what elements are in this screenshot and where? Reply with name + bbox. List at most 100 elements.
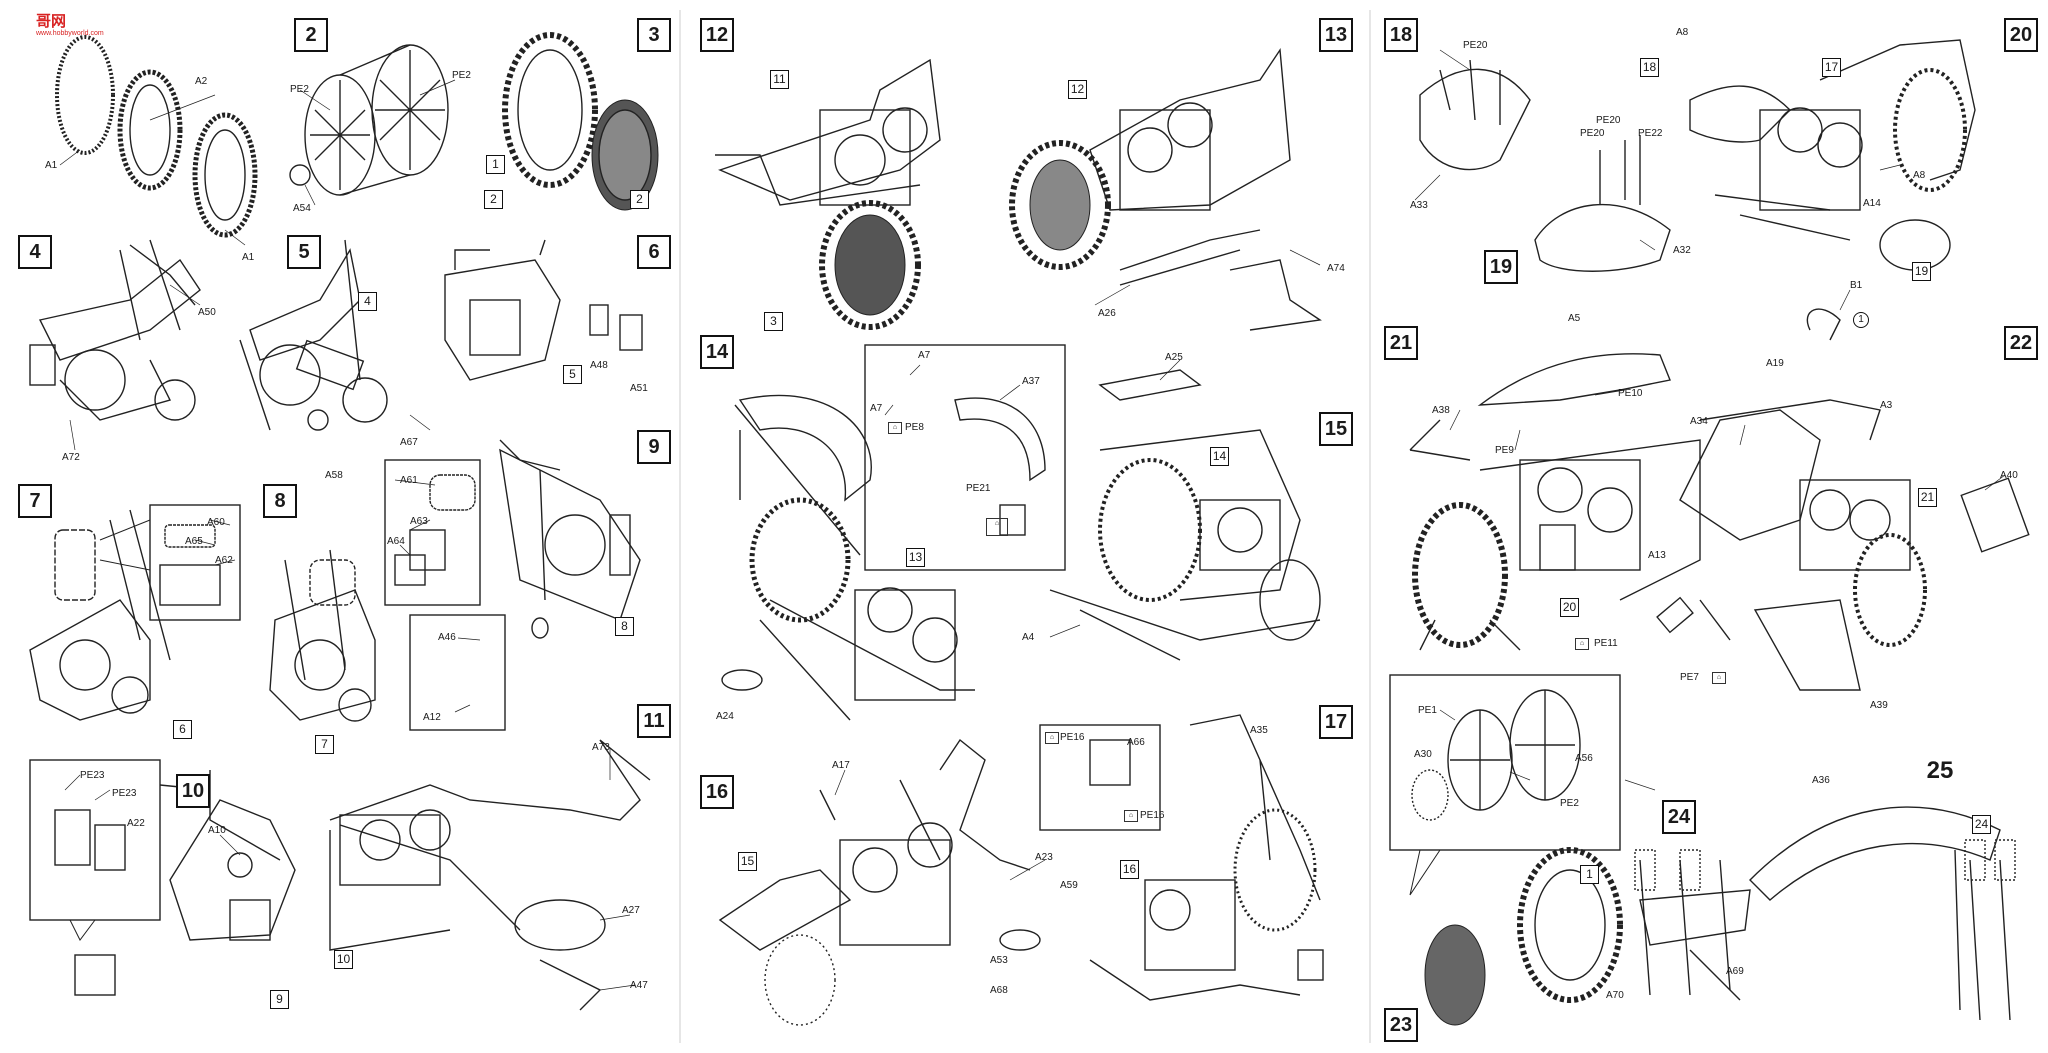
photo-etch-icon: ⌂ xyxy=(1712,672,1726,684)
subassembly-ref: 14 xyxy=(1210,447,1229,466)
step-number: 14 xyxy=(700,335,734,369)
part-label: PE7 xyxy=(1680,672,1699,683)
subassembly-ref: 20 xyxy=(1560,598,1579,617)
part-label: PE1 xyxy=(1418,705,1437,716)
part-label: A67 xyxy=(400,437,418,448)
part-label: A14 xyxy=(1863,198,1881,209)
subassembly-ref: 11 xyxy=(770,70,789,89)
step-number: 20 xyxy=(2004,18,2038,52)
part-label: PE2 xyxy=(1560,798,1579,809)
step2-spoke-wheel xyxy=(289,44,449,196)
subassembly-ref: 18 xyxy=(1640,58,1659,77)
part-label: A22 xyxy=(127,818,145,829)
part-label: B1 xyxy=(1850,280,1863,291)
step-number: 7 xyxy=(18,484,52,518)
circle-ref: 1 xyxy=(1853,312,1869,328)
part-label: A73 xyxy=(592,742,610,753)
photo-etch-icon: ⌂ xyxy=(1124,810,1138,822)
part-label: A37 xyxy=(1022,376,1040,387)
part-label: A58 xyxy=(325,470,343,481)
subassembly-ref: 12 xyxy=(1068,80,1087,99)
part-label: A63 xyxy=(410,516,428,527)
step-number: 16 xyxy=(700,775,734,809)
part-label: PE22 xyxy=(1638,128,1663,139)
step8-cylinder xyxy=(269,459,481,722)
part-label: A61 xyxy=(400,475,418,486)
step-number: 12 xyxy=(700,18,734,52)
step6-engine xyxy=(444,239,643,381)
step-number: 21 xyxy=(1384,326,1418,360)
part-label: A34 xyxy=(1690,416,1708,427)
subassembly-ref: 13 xyxy=(906,548,925,567)
step-number: 13 xyxy=(1319,18,1353,52)
subassembly-ref: 15 xyxy=(738,852,757,871)
subassembly-ref: 8 xyxy=(615,617,634,636)
subassembly-ref: 5 xyxy=(563,365,582,384)
part-label: PE20 xyxy=(1463,40,1488,51)
part-label: A12 xyxy=(423,712,441,723)
watermark-url: www.hobbyworld.com xyxy=(36,30,104,37)
step-number: 2 xyxy=(294,18,328,52)
watermark-logo: 哥网 www.hobbyworld.com xyxy=(36,10,104,40)
part-label: PE2 xyxy=(290,84,309,95)
photo-etch-icon: ⌂ xyxy=(1575,638,1589,650)
step5-frame xyxy=(239,239,388,431)
step-number: 9 xyxy=(637,430,671,464)
part-label: PE9 xyxy=(1495,445,1514,456)
part-label: A35 xyxy=(1250,725,1268,736)
subassembly-ref: 2 xyxy=(630,190,649,209)
step18-tank xyxy=(1419,59,1531,171)
part-label: A66 xyxy=(1127,737,1145,748)
part-label: A36 xyxy=(1812,775,1830,786)
part-label: A40 xyxy=(2000,470,2018,481)
part-label: A25 xyxy=(1165,352,1183,363)
subassembly-ref: 9 xyxy=(270,990,289,1009)
part-label: A7 xyxy=(870,403,883,414)
part-label: A64 xyxy=(387,536,405,547)
step-number: 22 xyxy=(2004,326,2038,360)
part-label: A38 xyxy=(1432,405,1450,416)
part-label: A68 xyxy=(990,985,1008,996)
subassembly-ref: 7 xyxy=(315,735,334,754)
step-number: 6 xyxy=(637,235,671,269)
subassembly-ref: 6 xyxy=(173,720,192,739)
part-label: A53 xyxy=(990,955,1008,966)
step7-cylinder xyxy=(29,504,241,721)
part-label: A59 xyxy=(1060,880,1078,891)
subassembly-ref: 1 xyxy=(1580,865,1599,884)
photo-etch-icon: ⌂ xyxy=(888,422,902,434)
step-number: 4 xyxy=(18,235,52,269)
step21-bike xyxy=(1409,353,1701,651)
photo-etch-icon: ⌂ xyxy=(986,518,1008,536)
step12-frame-wheel xyxy=(715,58,941,330)
step4-frame xyxy=(29,239,201,421)
subassembly-ref: 4 xyxy=(358,292,377,311)
part-label: A74 xyxy=(1327,263,1345,274)
subassembly-ref: 21 xyxy=(1918,488,1937,507)
part-label: A47 xyxy=(630,980,648,991)
step-number: 11 xyxy=(637,704,671,738)
part-label: A23 xyxy=(1035,852,1053,863)
step1-rims xyxy=(55,35,258,238)
step24-fork xyxy=(1634,849,1751,1001)
step23-wheel xyxy=(1389,674,1623,1026)
part-label: PE10 xyxy=(1618,388,1643,399)
part-label: A8 xyxy=(1913,170,1926,181)
part-label: A13 xyxy=(1648,550,1666,561)
part-label: A60 xyxy=(207,517,225,528)
step15-bike xyxy=(1049,369,1321,661)
part-label: A69 xyxy=(1726,966,1744,977)
part-label: A72 xyxy=(62,452,80,463)
part-label: A48 xyxy=(590,360,608,371)
part-label: PE16 xyxy=(1140,810,1165,821)
step-number: 19 xyxy=(1484,250,1518,284)
step17-bike xyxy=(1089,714,1324,1001)
part-label: A27 xyxy=(622,905,640,916)
subassembly-ref: 3 xyxy=(764,312,783,331)
subassembly-ref: 16 xyxy=(1120,860,1139,879)
part-label: A8 xyxy=(1676,27,1689,38)
part-label: A70 xyxy=(1606,990,1624,1001)
part-label: A50 xyxy=(198,307,216,318)
step14-fender xyxy=(721,344,1066,721)
